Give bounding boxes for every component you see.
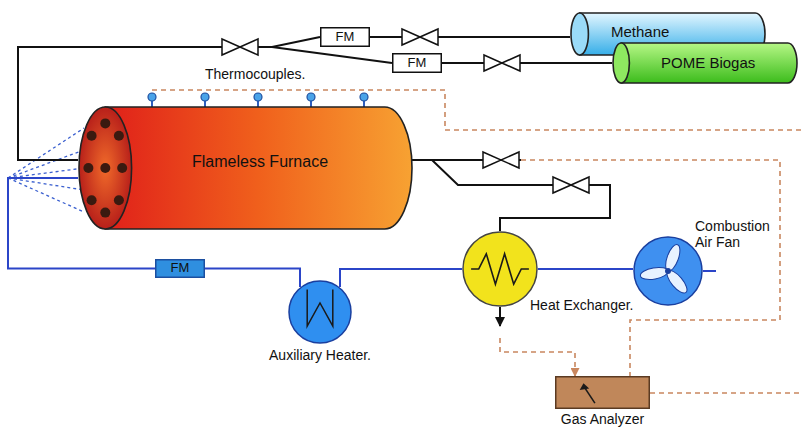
connector-line [205,269,300,288]
pipe-connector [205,269,300,288]
spray-lines [8,128,84,212]
node-label: Combustion Air Fan [695,218,779,250]
connector-line [340,269,462,287]
pipe-connector [538,269,633,270]
air-fan: Combustion Air Fan [633,236,703,306]
auxiliary-heater: Auxiliary Heater. [288,280,352,344]
pipe-connector [370,37,570,38]
gas-analyzer: Gas Analyzer [555,376,650,409]
air-fan-shape [633,236,703,306]
connector-line [538,268,633,270]
pipe-connector [442,63,612,64]
signal-line [650,392,801,394]
heat-exchanger-shape [462,231,538,307]
node-label: FM [336,30,355,45]
pipe-connector [412,160,780,376]
heat-exchanger: Heat Exchanger. [462,231,538,307]
pipe-connector [500,307,575,376]
node-label: Gas Analyzer [561,411,644,427]
node-label: FM [171,261,190,276]
connector-line [370,36,570,38]
pipe-connector [340,269,462,287]
auxiliary-heater-shape [288,280,352,344]
pipe-connector [412,160,610,231]
connector-line [412,160,610,231]
connector-line [442,62,612,64]
air-inlet [703,270,716,272]
connector-line [521,160,780,376]
connector-line [499,307,501,326]
node-label: Flameless Furnace [192,153,328,171]
biogas-cylinder: POME Biogas [612,42,797,84]
node-label: Heat Exchanger. [530,297,634,313]
flow-meter: FM [320,27,370,47]
node-label: FM [408,56,427,71]
gas-analyzer-shape [555,376,650,409]
furnace-cylinder: Flameless Furnace [78,106,412,230]
connector-line [500,338,575,376]
node-label: Methane [611,23,669,40]
node-label: Auxiliary Heater. [269,347,371,363]
flow-meter: FM [392,53,442,73]
node-label: POME Biogas [661,54,755,71]
flow-meter: FM [155,259,205,278]
part-label: Thermocouples. [205,66,305,82]
thermocouple-probes [148,93,368,108]
